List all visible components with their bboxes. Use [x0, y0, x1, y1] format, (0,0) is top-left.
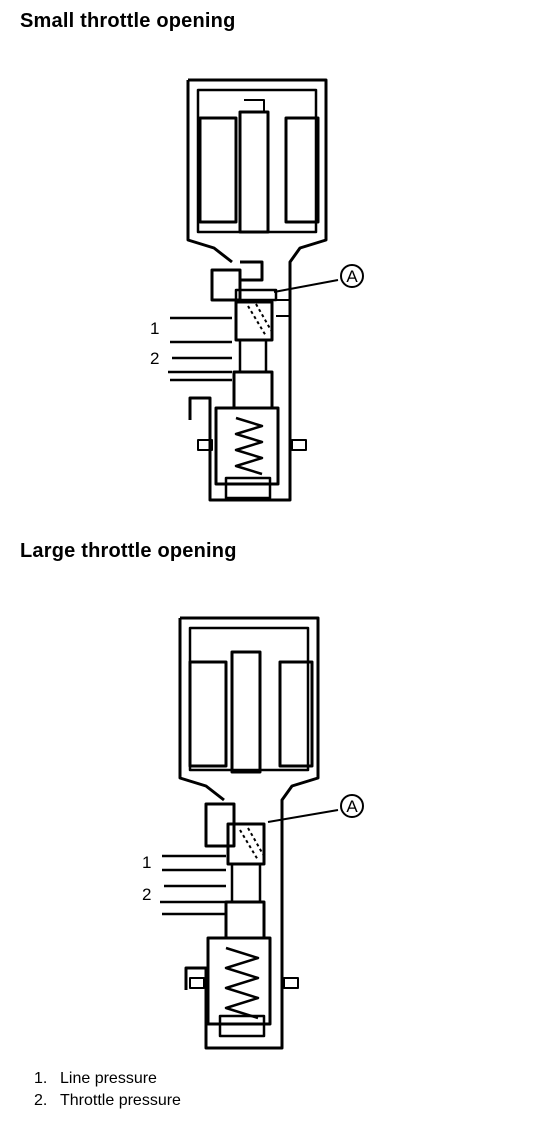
legend-item: 2. Throttle pressure — [34, 1090, 181, 1112]
legend-item-number: 2. — [34, 1092, 48, 1109]
valve-diagram-large: A 1 2 — [142, 616, 364, 1050]
callout-leader — [267, 809, 339, 823]
legend: 1. Line pressure 2. Throttle pressure — [34, 1068, 181, 1112]
coil-left — [188, 660, 228, 768]
solenoid-housing — [178, 616, 320, 1050]
port-label-2: 2 — [142, 885, 151, 904]
legend-item: 1. Line pressure — [34, 1068, 181, 1090]
port-1-line — [162, 854, 226, 872]
armature — [230, 650, 262, 774]
spool-lower — [224, 900, 266, 940]
section-title-large: Large throttle opening — [20, 540, 237, 562]
spool-upper — [234, 300, 274, 342]
coil-left — [198, 116, 238, 224]
solenoid-housing — [186, 78, 328, 502]
legend-item-text: Line pressure — [60, 1070, 157, 1087]
callout-label: A — [346, 267, 358, 286]
coil-right — [284, 116, 320, 224]
port-1-line — [170, 316, 232, 344]
spool-lower — [232, 370, 274, 410]
callout-circle — [340, 794, 364, 818]
legend-item-number: 1. — [34, 1070, 48, 1087]
spring-chamber — [206, 936, 272, 1026]
port-2-line — [168, 356, 232, 374]
callout-circle — [340, 264, 364, 288]
callout-leader — [273, 279, 339, 293]
port-label-1: 1 — [150, 319, 159, 338]
coil-right — [278, 660, 314, 768]
port-label-1: 1 — [142, 853, 151, 872]
legend-item-text: Throttle pressure — [60, 1092, 181, 1109]
armature — [238, 110, 270, 234]
valve-diagram-small: A 1 2 — [150, 78, 364, 502]
solenoid-inner — [188, 626, 310, 772]
spool-upper — [226, 822, 266, 866]
section-title-small: Small throttle opening — [20, 10, 236, 32]
port-2-line — [160, 884, 226, 904]
port-label-2: 2 — [150, 349, 159, 368]
callout-label: A — [346, 797, 358, 816]
spring — [234, 416, 264, 476]
spring — [224, 946, 260, 1020]
spring-chamber — [214, 406, 280, 486]
